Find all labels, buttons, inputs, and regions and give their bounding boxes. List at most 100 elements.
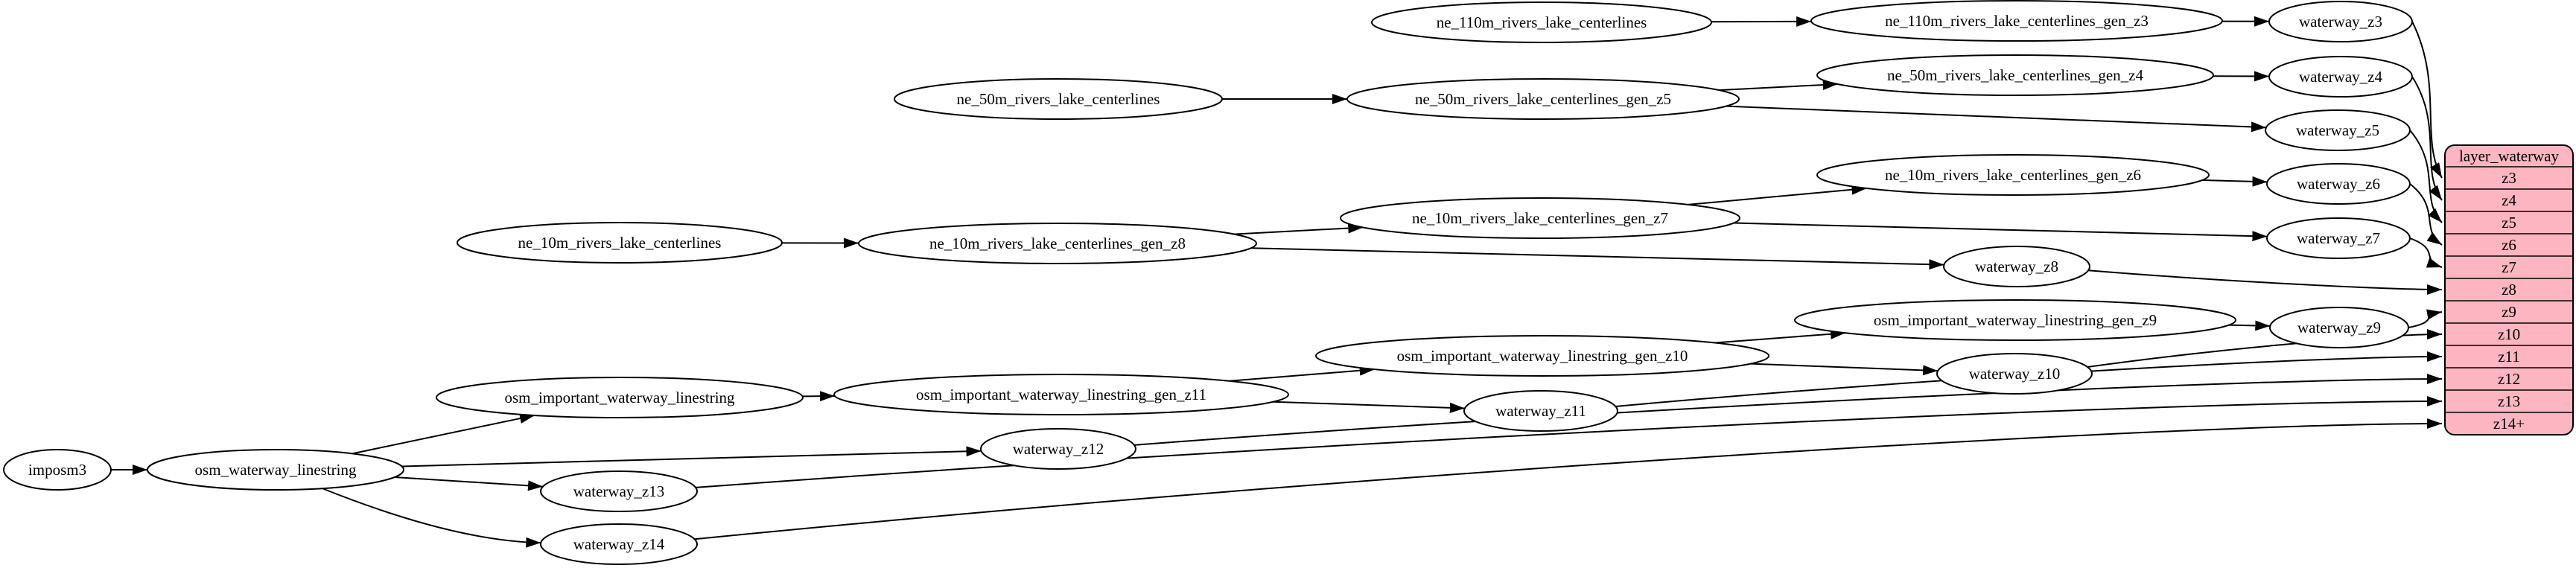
edge-osm_important_waterway_linestring_gen_z11-to-osm_important_waterway_linestring_gen_z10 bbox=[1229, 365, 1375, 382]
node-label-osm_important_waterway_linestring_gen_z11: osm_important_waterway_linestring_gen_z1… bbox=[916, 386, 1206, 403]
node-label-ne_50m_rivers_lake_centerlines_gen_z4: ne_50m_rivers_lake_centerlines_gen_z4 bbox=[1887, 66, 2144, 84]
edge-ne_10m_rivers_lake_centerlines_gen_z7-to-ne_10m_rivers_lake_centerlines_gen_z6 bbox=[1688, 184, 1867, 205]
edge-waterway_z4-to-layer_waterway-row-z4 bbox=[2411, 76, 2443, 201]
node-ellipse-osm_waterway_linestring bbox=[147, 449, 404, 491]
node-ellipse-waterway_z6 bbox=[2266, 163, 2411, 205]
node-label-osm_waterway_linestring: osm_waterway_linestring bbox=[195, 461, 357, 479]
node-ne_50m_rivers_lake_centerlines_gen_z5: ne_50m_rivers_lake_centerlines_gen_z5 bbox=[1346, 78, 1740, 120]
node-waterway_z11: waterway_z11 bbox=[1463, 390, 1618, 432]
table-row-label-z11: z11 bbox=[2498, 348, 2520, 366]
node-ne_10m_rivers_lake_centerlines_gen_z7: ne_10m_rivers_lake_centerlines_gen_z7 bbox=[1340, 197, 1740, 239]
node-ellipse-waterway_z10 bbox=[1936, 353, 2093, 395]
node-label-waterway_z12: waterway_z12 bbox=[1013, 440, 1104, 458]
node-ellipse-ne_10m_rivers_lake_centerlines_gen_z8 bbox=[858, 223, 1257, 264]
node-ellipse-ne_10m_rivers_lake_centerlines bbox=[457, 222, 783, 264]
node-label-ne_10m_rivers_lake_centerlines_gen_z8: ne_10m_rivers_lake_centerlines_gen_z8 bbox=[929, 234, 1186, 252]
node-ne_110m_rivers_lake_centerlines_gen_z3: ne_110m_rivers_lake_centerlines_gen_z3 bbox=[1810, 0, 2223, 42]
edge-waterway_z14-to-layer_waterway-row-z14+ bbox=[694, 418, 2443, 540]
node-imposm3: imposm3 bbox=[3, 449, 112, 491]
edge-osm_waterway_linestring-to-waterway_z13 bbox=[394, 476, 544, 491]
nodes-layer: imposm3 osm_waterway_linestring osm_import… bbox=[3, 0, 2413, 565]
node-osm_important_waterway_linestring_gen_z9: osm_important_waterway_linestring_gen_z9 bbox=[1794, 299, 2236, 341]
node-label-waterway_z4: waterway_z4 bbox=[2299, 68, 2382, 86]
edge-osm_important_waterway_linestring_gen_z11-to-waterway_z11 bbox=[1273, 401, 1465, 413]
node-label-waterway_z5: waterway_z5 bbox=[2296, 121, 2379, 139]
node-ellipse-waterway_z3 bbox=[2268, 1, 2413, 42]
node-waterway_z8: waterway_z8 bbox=[1943, 246, 2090, 287]
node-ellipse-imposm3 bbox=[3, 449, 112, 491]
edge-waterway_z6-to-layer_waterway-row-z6 bbox=[2409, 183, 2443, 246]
table-row-label-z7: z7 bbox=[2502, 258, 2516, 276]
table-row-label-z8: z8 bbox=[2502, 281, 2516, 299]
layer-waterway-table: layer_waterwayz3z4z5z6z7z8z9z10z11z12z13… bbox=[2444, 144, 2574, 435]
node-ellipse-osm_important_waterway_linestring_gen_z11 bbox=[833, 374, 1289, 415]
node-waterway_z5: waterway_z5 bbox=[2265, 109, 2411, 151]
node-ellipse-ne_110m_rivers_lake_centerlines bbox=[1371, 1, 1712, 43]
edges-layer bbox=[111, 16, 2443, 548]
edge-ne_50m_rivers_lake_centerlines_gen_z5-to-waterway_z5 bbox=[1726, 105, 2266, 133]
node-osm_important_waterway_linestring_gen_z10: osm_important_waterway_linestring_gen_z1… bbox=[1315, 335, 1769, 377]
node-waterway_z13: waterway_z13 bbox=[540, 470, 698, 512]
node-label-waterway_z9: waterway_z9 bbox=[2297, 319, 2381, 336]
node-ellipse-waterway_z14 bbox=[540, 523, 698, 565]
edge-waterway_z9-to-layer_waterway-row-z9 bbox=[2408, 309, 2443, 328]
edge-osm_waterway_linestring-to-osm_important_waterway_linestring bbox=[352, 413, 535, 455]
node-label-ne_10m_rivers_lake_centerlines: ne_10m_rivers_lake_centerlines bbox=[518, 234, 722, 252]
edge-ne_10m_rivers_lake_centerlines_gen_z6-to-waterway_z6 bbox=[2202, 176, 2268, 187]
table-row-label-z3: z3 bbox=[2502, 169, 2516, 187]
table-row-label-z6: z6 bbox=[2502, 236, 2516, 254]
table-row-label-z10: z10 bbox=[2498, 325, 2520, 343]
table-row-label-z12: z12 bbox=[2498, 370, 2520, 388]
edge-ne_10m_rivers_lake_centerlines_gen_z8-to-ne_10m_rivers_lake_centerlines_gen_z7 bbox=[1233, 223, 1364, 235]
node-osm_waterway_linestring: osm_waterway_linestring bbox=[147, 449, 404, 491]
node-ellipse-ne_50m_rivers_lake_centerlines_gen_z4 bbox=[1816, 54, 2214, 96]
edge-ne_50m_rivers_lake_centerlines_gen_z5-to-ne_50m_rivers_lake_centerlines_gen_z4 bbox=[1718, 80, 1838, 92]
edge-osm_important_waterway_linestring_gen_z10-to-waterway_z10 bbox=[1750, 363, 1939, 376]
edge-waterway_z7-to-layer_waterway-row-z7 bbox=[2409, 237, 2443, 268]
node-label-ne_50m_rivers_lake_centerlines_gen_z5: ne_50m_rivers_lake_centerlines_gen_z5 bbox=[1415, 90, 1671, 108]
edge-osm_important_waterway_linestring_gen_z10-to-osm_important_waterway_linestring_gen_z9 bbox=[1714, 328, 1846, 344]
node-waterway_z10: waterway_z10 bbox=[1936, 353, 2093, 395]
node-osm_important_waterway_linestring: osm_important_waterway_linestring bbox=[436, 377, 804, 418]
table-row-label-z4: z4 bbox=[2502, 191, 2516, 209]
node-osm_important_waterway_linestring_gen_z11: osm_important_waterway_linestring_gen_z1… bbox=[833, 374, 1289, 415]
node-waterway_z4: waterway_z4 bbox=[2268, 56, 2413, 98]
edge-waterway_z5-to-layer_waterway-row-z5 bbox=[2409, 130, 2443, 223]
edge-osm_important_waterway_linestring_gen_z9-to-waterway_z9 bbox=[2229, 320, 2271, 331]
node-ellipse-waterway_z8 bbox=[1943, 246, 2090, 287]
node-ne_50m_rivers_lake_centerlines_gen_z4: ne_50m_rivers_lake_centerlines_gen_z4 bbox=[1816, 54, 2214, 96]
node-ne_10m_rivers_lake_centerlines_gen_z6: ne_10m_rivers_lake_centerlines_gen_z6 bbox=[1816, 154, 2210, 196]
node-waterway_z12: waterway_z12 bbox=[980, 428, 1136, 470]
table-row-label-z9: z9 bbox=[2502, 303, 2516, 321]
node-waterway_z3: waterway_z3 bbox=[2268, 1, 2413, 42]
edge-osm_waterway_linestring-to-waterway_z14 bbox=[322, 488, 541, 548]
edge-ne_10m_rivers_lake_centerlines_gen_z8-to-waterway_z8 bbox=[1250, 247, 1944, 270]
edge-osm_waterway_linestring-to-waterway_z12 bbox=[401, 446, 982, 468]
node-ne_110m_rivers_lake_centerlines: ne_110m_rivers_lake_centerlines bbox=[1371, 1, 1712, 43]
node-ellipse-waterway_z4 bbox=[2268, 56, 2413, 98]
node-ellipse-ne_110m_rivers_lake_centerlines_gen_z3 bbox=[1810, 0, 2223, 42]
table-row-label-z14+: z14+ bbox=[2493, 415, 2525, 433]
node-ellipse-waterway_z13 bbox=[540, 470, 698, 512]
node-label-ne_10m_rivers_lake_centerlines_gen_z6: ne_10m_rivers_lake_centerlines_gen_z6 bbox=[1885, 166, 2141, 184]
node-label-waterway_z3: waterway_z3 bbox=[2299, 13, 2382, 31]
node-label-waterway_z14: waterway_z14 bbox=[573, 535, 665, 553]
node-label-imposm3: imposm3 bbox=[28, 461, 86, 479]
node-label-waterway_z7: waterway_z7 bbox=[2297, 229, 2380, 247]
edge-ne_10m_rivers_lake_centerlines_gen_z7-to-waterway_z7 bbox=[1733, 222, 2268, 242]
layer-waterway-title: layer_waterway bbox=[2459, 147, 2560, 165]
node-ellipse-waterway_z5 bbox=[2265, 109, 2411, 151]
node-label-ne_50m_rivers_lake_centerlines: ne_50m_rivers_lake_centerlines bbox=[957, 90, 1160, 108]
node-label-waterway_z13: waterway_z13 bbox=[573, 482, 664, 500]
edge-waterway_z11-to-layer_waterway-row-z11 bbox=[1615, 351, 2443, 407]
layer-waterway-outline bbox=[2444, 144, 2574, 435]
node-ellipse-waterway_z9 bbox=[2269, 307, 2409, 348]
node-label-osm_important_waterway_linestring_gen_z9: osm_important_waterway_linestring_gen_z9 bbox=[1874, 311, 2157, 329]
edge-waterway_z3-to-layer_waterway-row-z3 bbox=[2411, 21, 2443, 179]
node-ellipse-ne_10m_rivers_lake_centerlines_gen_z6 bbox=[1816, 154, 2210, 196]
node-label-ne_110m_rivers_lake_centerlines_gen_z3: ne_110m_rivers_lake_centerlines_gen_z3 bbox=[1885, 12, 2149, 30]
table-row-label-z13: z13 bbox=[2498, 392, 2520, 410]
node-label-osm_important_waterway_linestring_gen_z10: osm_important_waterway_linestring_gen_z1… bbox=[1397, 347, 1688, 365]
